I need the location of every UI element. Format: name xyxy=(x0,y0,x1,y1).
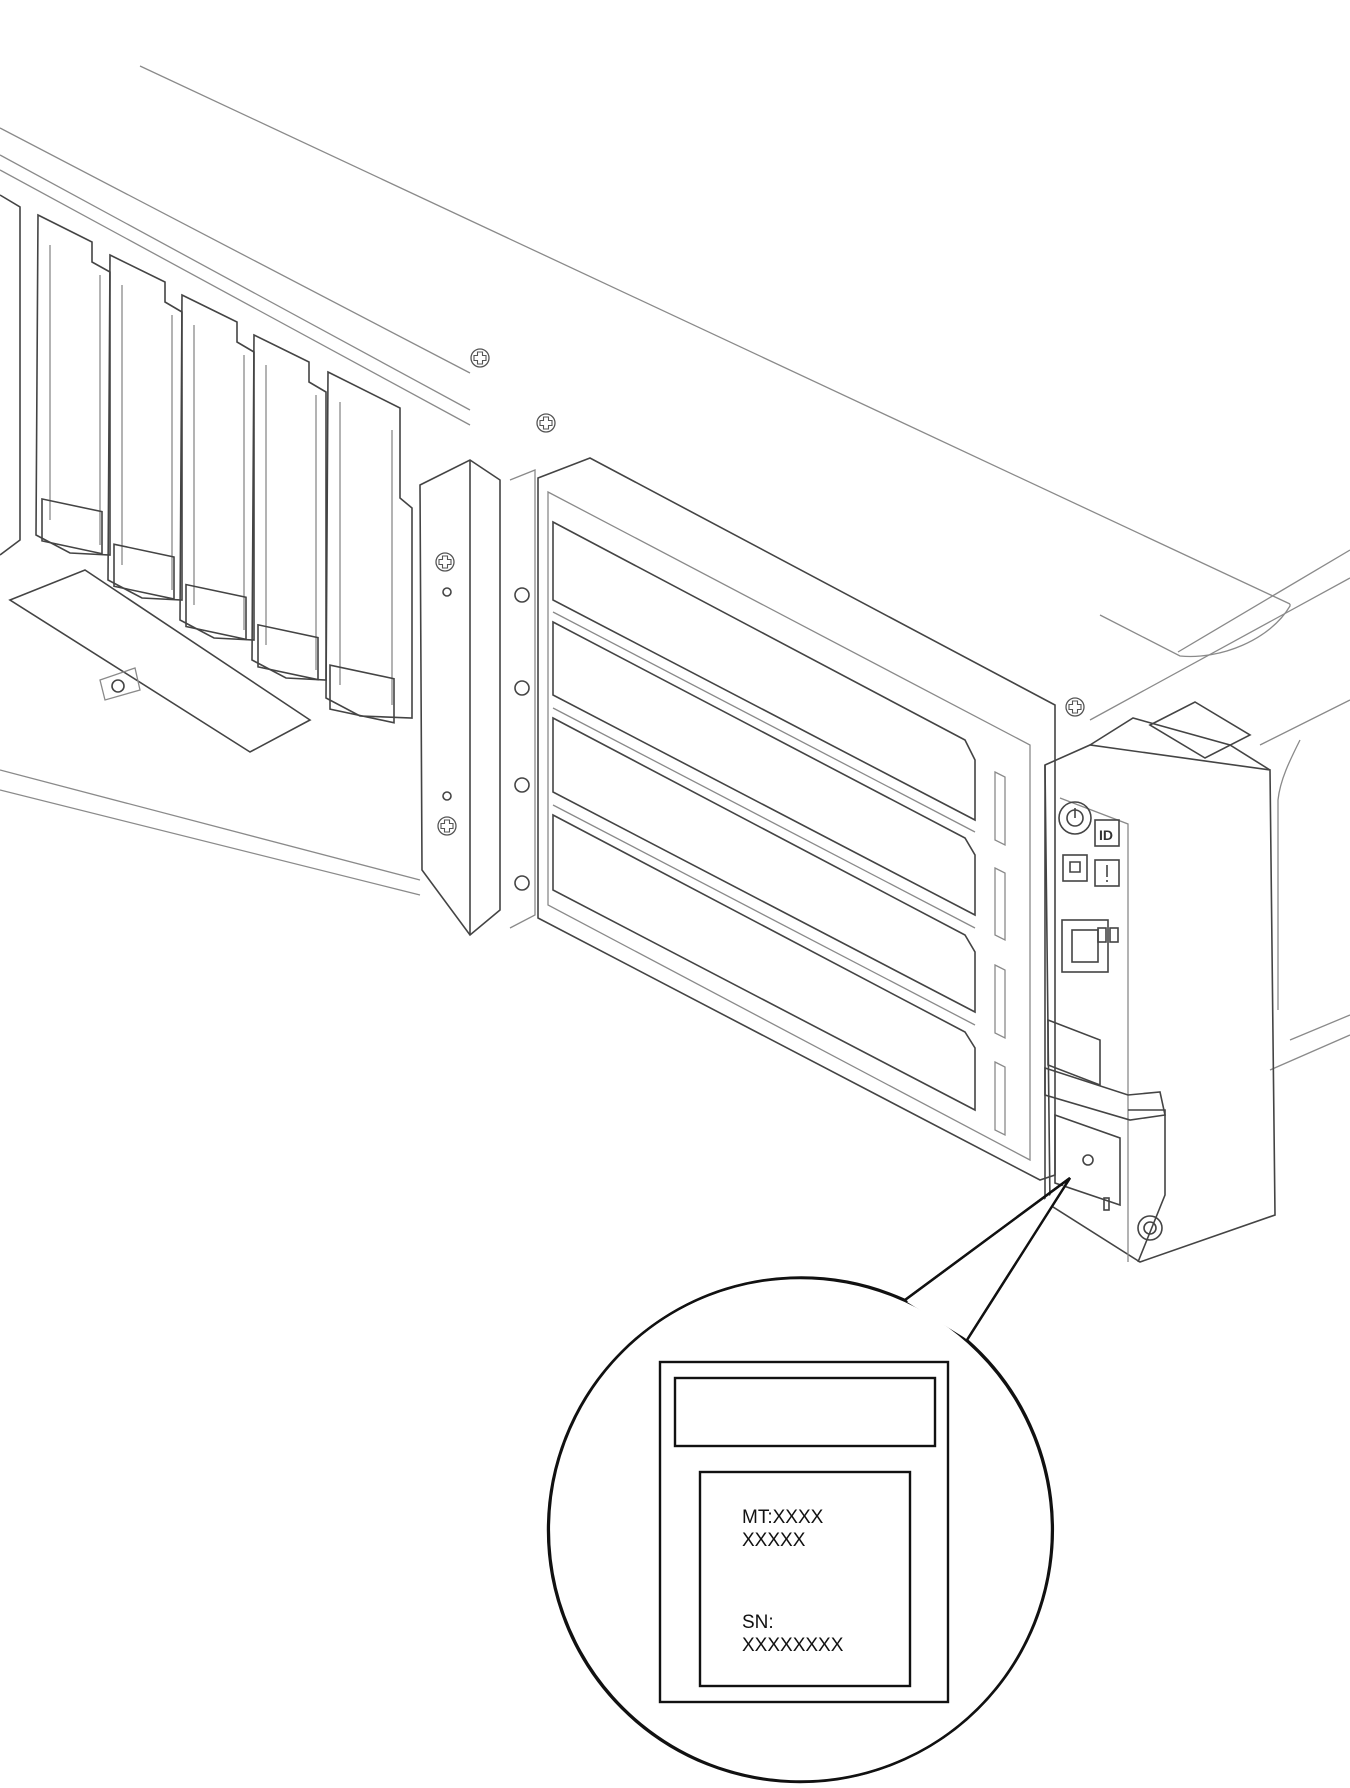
drive-bay[interactable] xyxy=(251,333,327,681)
chassis-top-cover xyxy=(0,65,1350,1071)
drive-bay[interactable] xyxy=(325,370,413,724)
drive-bay[interactable] xyxy=(179,293,255,641)
serial-label xyxy=(698,1470,912,1688)
pcie-slot[interactable] xyxy=(552,620,976,929)
thumbscrews xyxy=(509,469,536,929)
network-icon xyxy=(1062,854,1088,882)
id-button-icon[interactable]: ID xyxy=(1094,819,1120,847)
serial-label-tab[interactable] xyxy=(1054,1113,1121,1211)
pcie-slot[interactable] xyxy=(552,813,976,1112)
svg-text:ID: ID xyxy=(1099,827,1113,843)
screw-icon xyxy=(437,816,457,836)
screw-icon xyxy=(1065,697,1085,717)
front-operator-panel: ID xyxy=(1044,701,1276,1263)
pull-out-label-card: MT:XXXX XXXXX SN: XXXXXXXX xyxy=(658,1360,950,1704)
pcie-slot[interactable] xyxy=(552,520,976,833)
pull-tab-icon[interactable] xyxy=(1047,1018,1101,1087)
machine-type-label: MT:XXXX xyxy=(742,1507,824,1528)
machine-type-value: XXXXX xyxy=(742,1530,806,1551)
screw-icon xyxy=(536,413,556,433)
usb-port-icon[interactable] xyxy=(1061,919,1119,973)
error-icon xyxy=(1094,859,1120,887)
serial-number-value: XXXXXXXX xyxy=(742,1635,844,1656)
screw-icon xyxy=(435,552,455,572)
power-button-icon[interactable] xyxy=(1058,801,1092,835)
callout-bubble xyxy=(546,1177,1072,1784)
pcie-slot-area xyxy=(537,457,1056,1181)
pcie-slot[interactable] xyxy=(552,716,976,1026)
pull-tab[interactable] xyxy=(8,569,312,753)
serial-number-label: SN: xyxy=(742,1612,774,1633)
drive-bay[interactable] xyxy=(0,194,21,556)
drive-bays xyxy=(0,154,471,896)
drive-bay[interactable] xyxy=(107,253,183,601)
blank-label-area xyxy=(673,1376,937,1448)
left-rack-ear xyxy=(419,459,501,937)
screw-icon xyxy=(470,348,490,368)
drive-bay[interactable] xyxy=(35,213,111,556)
pull-tab-screw xyxy=(111,679,125,693)
